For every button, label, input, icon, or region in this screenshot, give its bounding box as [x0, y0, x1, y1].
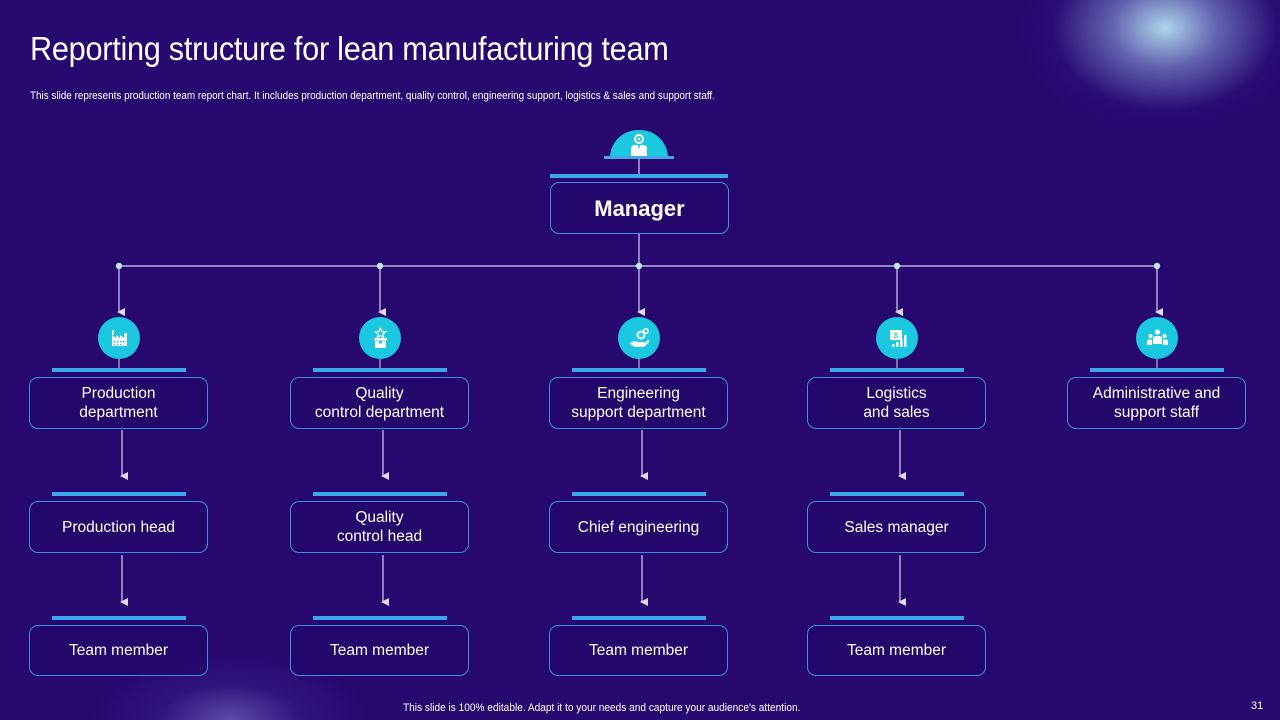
department-label: Logistics and sales: [863, 385, 930, 421]
head-label: Quality control head: [336, 509, 423, 545]
team-member-box[interactable]: Team member: [290, 625, 469, 676]
gears-hand-icon: [629, 327, 649, 347]
department-label: Production department: [79, 385, 158, 421]
team-group-icon: [1146, 328, 1168, 345]
department-accent-bar: [572, 368, 706, 372]
department-box[interactable]: Logistics and sales: [807, 377, 986, 429]
department-box[interactable]: Engineering support department: [549, 377, 728, 429]
head-accent-bar: [52, 492, 186, 496]
team-member-box[interactable]: Team member: [549, 625, 728, 676]
manager-box[interactable]: Manager: [550, 182, 729, 234]
department-icon-circle: [359, 317, 401, 359]
team-member-label: Team member: [329, 642, 430, 659]
sales-chart-icon: $: [889, 329, 906, 347]
department-label: Quality control department: [314, 385, 445, 421]
department-icon-circle: [1136, 317, 1178, 359]
department-label: Administrative and support staff: [1092, 385, 1221, 421]
head-label: Sales manager: [844, 518, 949, 536]
department-box[interactable]: Production department: [29, 377, 208, 429]
member-accent-bar: [830, 616, 964, 620]
slide-subtitle: This slide represents production team re…: [30, 90, 715, 102]
member-accent-bar: [52, 616, 186, 620]
head-box[interactable]: Chief engineering: [549, 501, 728, 553]
page-number: 31: [1251, 700, 1264, 712]
head-label: Production head: [62, 518, 175, 536]
department-label: Engineering support department: [571, 385, 706, 421]
department-icon-circle: $: [876, 317, 918, 359]
department-box[interactable]: Administrative and support staff: [1067, 377, 1246, 429]
slide-title: Reporting structure for lean manufacturi…: [30, 30, 669, 67]
department-icon-circle: [98, 317, 140, 359]
team-member-box[interactable]: Team member: [29, 625, 208, 676]
head-accent-bar: [313, 492, 447, 496]
team-member-label: Team member: [588, 642, 689, 659]
quality-box-star-icon: [373, 325, 387, 348]
head-box[interactable]: Sales manager: [807, 501, 986, 553]
department-accent-bar: [313, 368, 447, 372]
department-accent-bar: [1090, 368, 1224, 372]
member-accent-bar: [572, 616, 706, 620]
head-accent-bar: [572, 492, 706, 496]
department-accent-bar: [830, 368, 964, 372]
member-accent-bar: [313, 616, 447, 620]
manager-icon-dome: [610, 130, 668, 158]
department-icon-circle: [618, 317, 660, 359]
head-box[interactable]: Production head: [29, 501, 208, 553]
svg-text:$: $: [894, 333, 898, 340]
manager-label: Manager: [594, 195, 685, 221]
manager-accent-bar: [550, 174, 728, 178]
team-member-box[interactable]: Team member: [807, 625, 986, 676]
department-box[interactable]: Quality control department: [290, 377, 469, 429]
footer-text: This slide is 100% editable. Adapt it to…: [403, 702, 801, 714]
department-accent-bar: [52, 368, 186, 372]
factory-icon: [111, 329, 127, 346]
team-member-label: Team member: [68, 642, 169, 659]
team-member-label: Team member: [846, 642, 947, 659]
manager-gear-icon: [631, 134, 647, 156]
head-box[interactable]: Quality control head: [290, 501, 469, 553]
head-label: Chief engineering: [577, 518, 700, 536]
manager-dome-base: [604, 156, 674, 159]
head-accent-bar: [830, 492, 964, 496]
